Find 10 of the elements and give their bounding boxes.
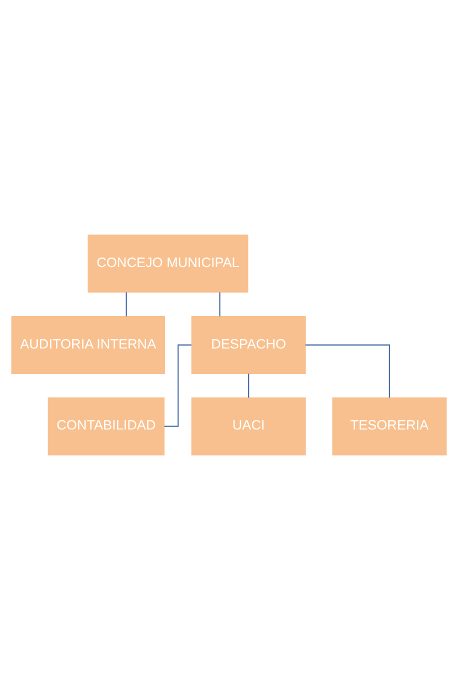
node-box: DESPACHO (191, 316, 306, 374)
node-box: TESORERIA (332, 397, 447, 456)
node-box: CONTABILIDAD (48, 397, 165, 456)
connector (126, 292, 127, 316)
connector (248, 374, 250, 398)
node-box: UACI (191, 397, 306, 456)
node-box: AUDITORIA INTERNA (11, 316, 165, 374)
connector (219, 292, 220, 316)
connector (305, 344, 390, 398)
node-box: CONCEJO MUNICIPAL (88, 234, 248, 293)
